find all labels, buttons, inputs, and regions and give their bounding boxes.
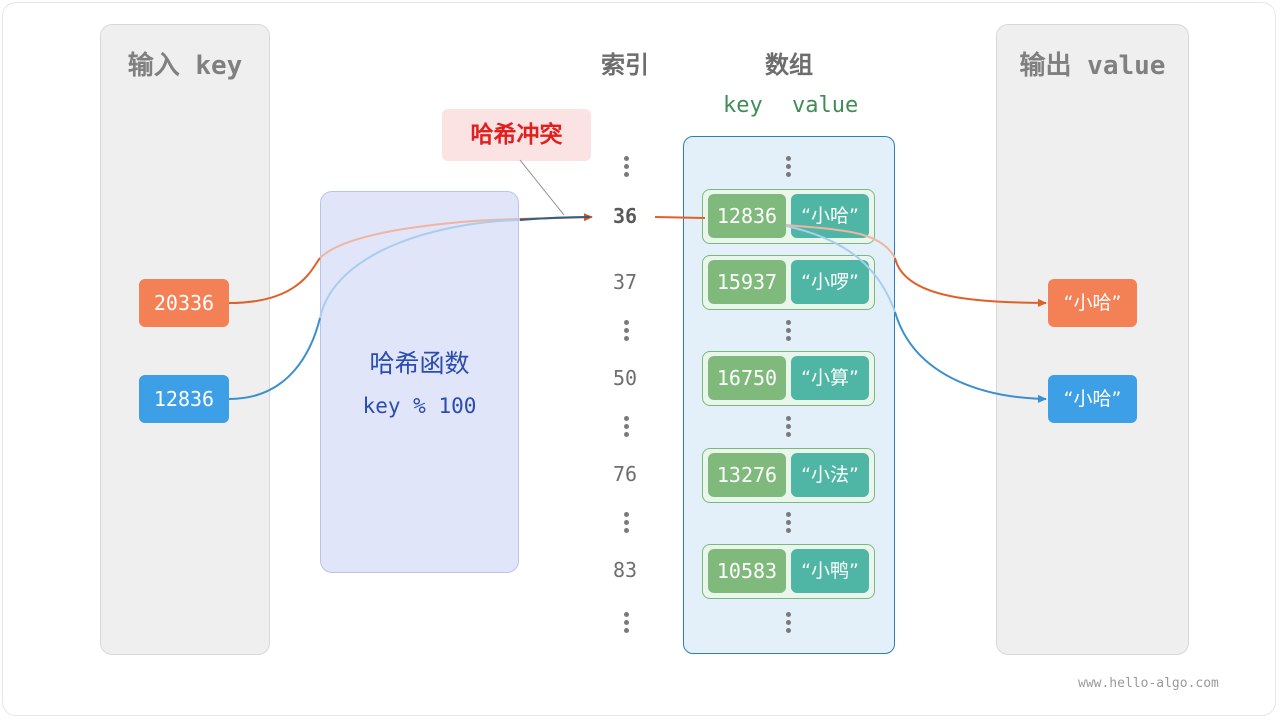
input-orange-path (228, 257, 321, 304)
index-ellipsis (624, 320, 630, 344)
input-key-chip: 20336 (139, 279, 229, 327)
array-ellipsis (786, 416, 792, 440)
hash-function-box: 哈希函数 key % 100 (320, 191, 519, 573)
index-label: 83 (612, 558, 638, 582)
hash-collision-label: 哈希冲突 (442, 109, 591, 161)
entry-key: 15937 (708, 260, 786, 304)
input-blue-path (228, 317, 321, 400)
entry-value: “小算” (791, 356, 869, 400)
input-blue-path-end (519, 216, 591, 221)
output-panel: 输出 value (996, 24, 1189, 655)
output-value-chip: “小哈” (1048, 279, 1137, 327)
index-ellipsis (624, 512, 630, 536)
index-label: 37 (612, 270, 638, 294)
index-ellipsis (624, 612, 630, 636)
input-panel-title: 输入 key (127, 51, 243, 81)
input-blue-path-faded (319, 219, 521, 319)
input-panel: 输入 key (100, 24, 270, 655)
index-to-array-line (654, 216, 706, 219)
index-label: 76 (612, 462, 638, 486)
output-orange-path (894, 257, 1047, 307)
output-blue-path (894, 311, 1047, 403)
entry-key: 13276 (708, 453, 786, 497)
output-panel-title: 输出 value (1019, 51, 1166, 81)
bucket-entry: 16750 “小算” (702, 351, 875, 406)
array-ellipsis (786, 156, 792, 180)
entry-value: “小啰” (791, 260, 869, 304)
entry-value: “小法” (791, 453, 869, 497)
key-column-header: key (723, 93, 763, 118)
output-value-chip: “小哈” (1048, 375, 1137, 423)
input-orange-path-faded (319, 218, 521, 259)
hash-function-formula: key % 100 (362, 394, 477, 418)
entry-key: 12836 (708, 194, 786, 238)
array-ellipsis (786, 512, 792, 536)
array-header: 数组 (765, 51, 813, 79)
index-ellipsis (624, 416, 630, 440)
index-label: 36 (612, 204, 638, 228)
entry-key: 16750 (708, 356, 786, 400)
bucket-entry: 15937 “小啰” (702, 255, 875, 310)
collision-pointer-line (519, 159, 565, 216)
watermark: www.hello-algo.com (1078, 676, 1219, 691)
output-orange-path-faded (785, 224, 896, 259)
hash-function-title: 哈希函数 (369, 349, 470, 378)
bucket-entry: 10583 “小鸭” (702, 544, 875, 599)
value-column-header: value (792, 93, 859, 118)
input-key-chip: 12836 (139, 375, 229, 423)
array-ellipsis (786, 320, 792, 344)
output-blue-path-faded (785, 225, 896, 313)
index-label: 50 (612, 366, 638, 390)
array-ellipsis (786, 612, 792, 636)
index-ellipsis (624, 156, 630, 180)
bucket-entry: 12836 “小哈” (702, 189, 875, 244)
entry-value: “小鸭” (791, 549, 869, 593)
entry-key: 10583 (708, 549, 786, 593)
bucket-entry: 13276 “小法” (702, 448, 875, 503)
index-header: 索引 (601, 51, 649, 79)
